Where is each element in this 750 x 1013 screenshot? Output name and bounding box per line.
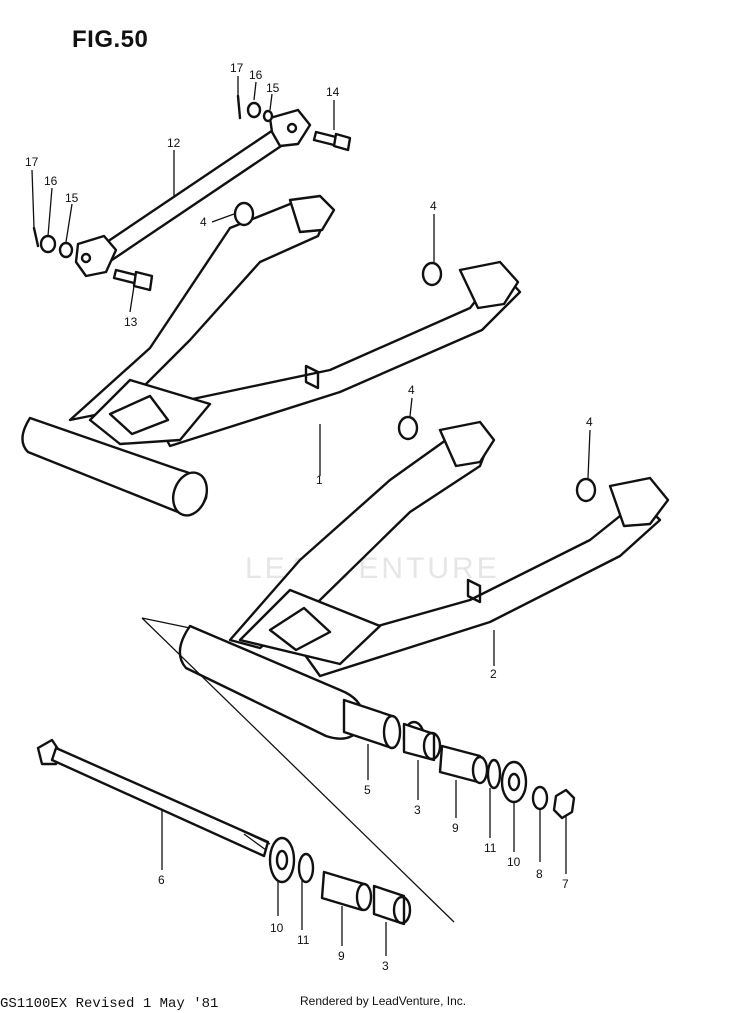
callout-8: 8 [536, 867, 543, 881]
swingarm-2 [178, 420, 670, 740]
pivot-shaft-6 [36, 738, 271, 858]
callout-6: 6 [158, 873, 165, 887]
callout-13: 13 [124, 315, 138, 329]
bolt-13 [112, 268, 154, 292]
collar-9a [438, 744, 489, 785]
callout-4d: 4 [586, 415, 593, 429]
needle-bearing-3b [372, 884, 412, 926]
callout-4c: 4 [408, 383, 415, 397]
nut-7 [552, 788, 576, 820]
assembly-line [141, 617, 455, 923]
callout-4b: 4 [430, 199, 437, 213]
callout-15b: 15 [65, 191, 79, 205]
washers-upper [32, 94, 274, 259]
torque-rod-12 [74, 108, 312, 278]
callout-3a: 3 [414, 803, 421, 817]
callout-numbers: 17 16 15 14 12 17 16 15 13 4 4 4 4 1 2 5… [25, 61, 593, 973]
washer-10b [268, 836, 296, 884]
seal-11b [297, 852, 315, 884]
callout-10a: 10 [507, 855, 521, 869]
callout-11b: 11 [297, 933, 310, 947]
seal-11a [486, 758, 502, 790]
callout-10b: 10 [270, 921, 284, 935]
callout-16b: 16 [44, 174, 58, 188]
callout-1: 1 [316, 473, 323, 487]
callout-2: 2 [490, 667, 497, 681]
needle-bearing-3a [402, 720, 442, 762]
callout-16a: 16 [249, 68, 263, 82]
callout-11a: 11 [484, 841, 497, 855]
bolt-14 [312, 130, 352, 152]
callout-3b: 3 [382, 959, 389, 973]
swingarm-1 [21, 194, 522, 517]
render-credit: Rendered by LeadVenture, Inc. [300, 994, 467, 1008]
callout-12: 12 [167, 136, 181, 150]
washer-8 [531, 785, 549, 811]
callout-9b: 9 [338, 949, 345, 963]
callout-5: 5 [364, 783, 371, 797]
model-revision-note: GS1100EX Revised 1 May '81 [0, 996, 219, 1012]
bushings-4 [233, 201, 597, 503]
collar-9b [320, 870, 373, 912]
pivot-spacer-5 [342, 698, 402, 750]
assembly-line-short [141, 617, 191, 629]
callout-4a: 4 [200, 215, 207, 229]
figure-title: FIG.50 [72, 26, 149, 53]
callout-17a: 17 [230, 61, 244, 75]
leader-lines [31, 76, 591, 956]
callout-17b: 17 [25, 155, 39, 169]
callout-14: 14 [326, 85, 340, 99]
washer-10a [500, 760, 528, 804]
callout-7: 7 [562, 877, 569, 891]
callout-15a: 15 [266, 81, 280, 95]
callout-9a: 9 [452, 821, 459, 835]
